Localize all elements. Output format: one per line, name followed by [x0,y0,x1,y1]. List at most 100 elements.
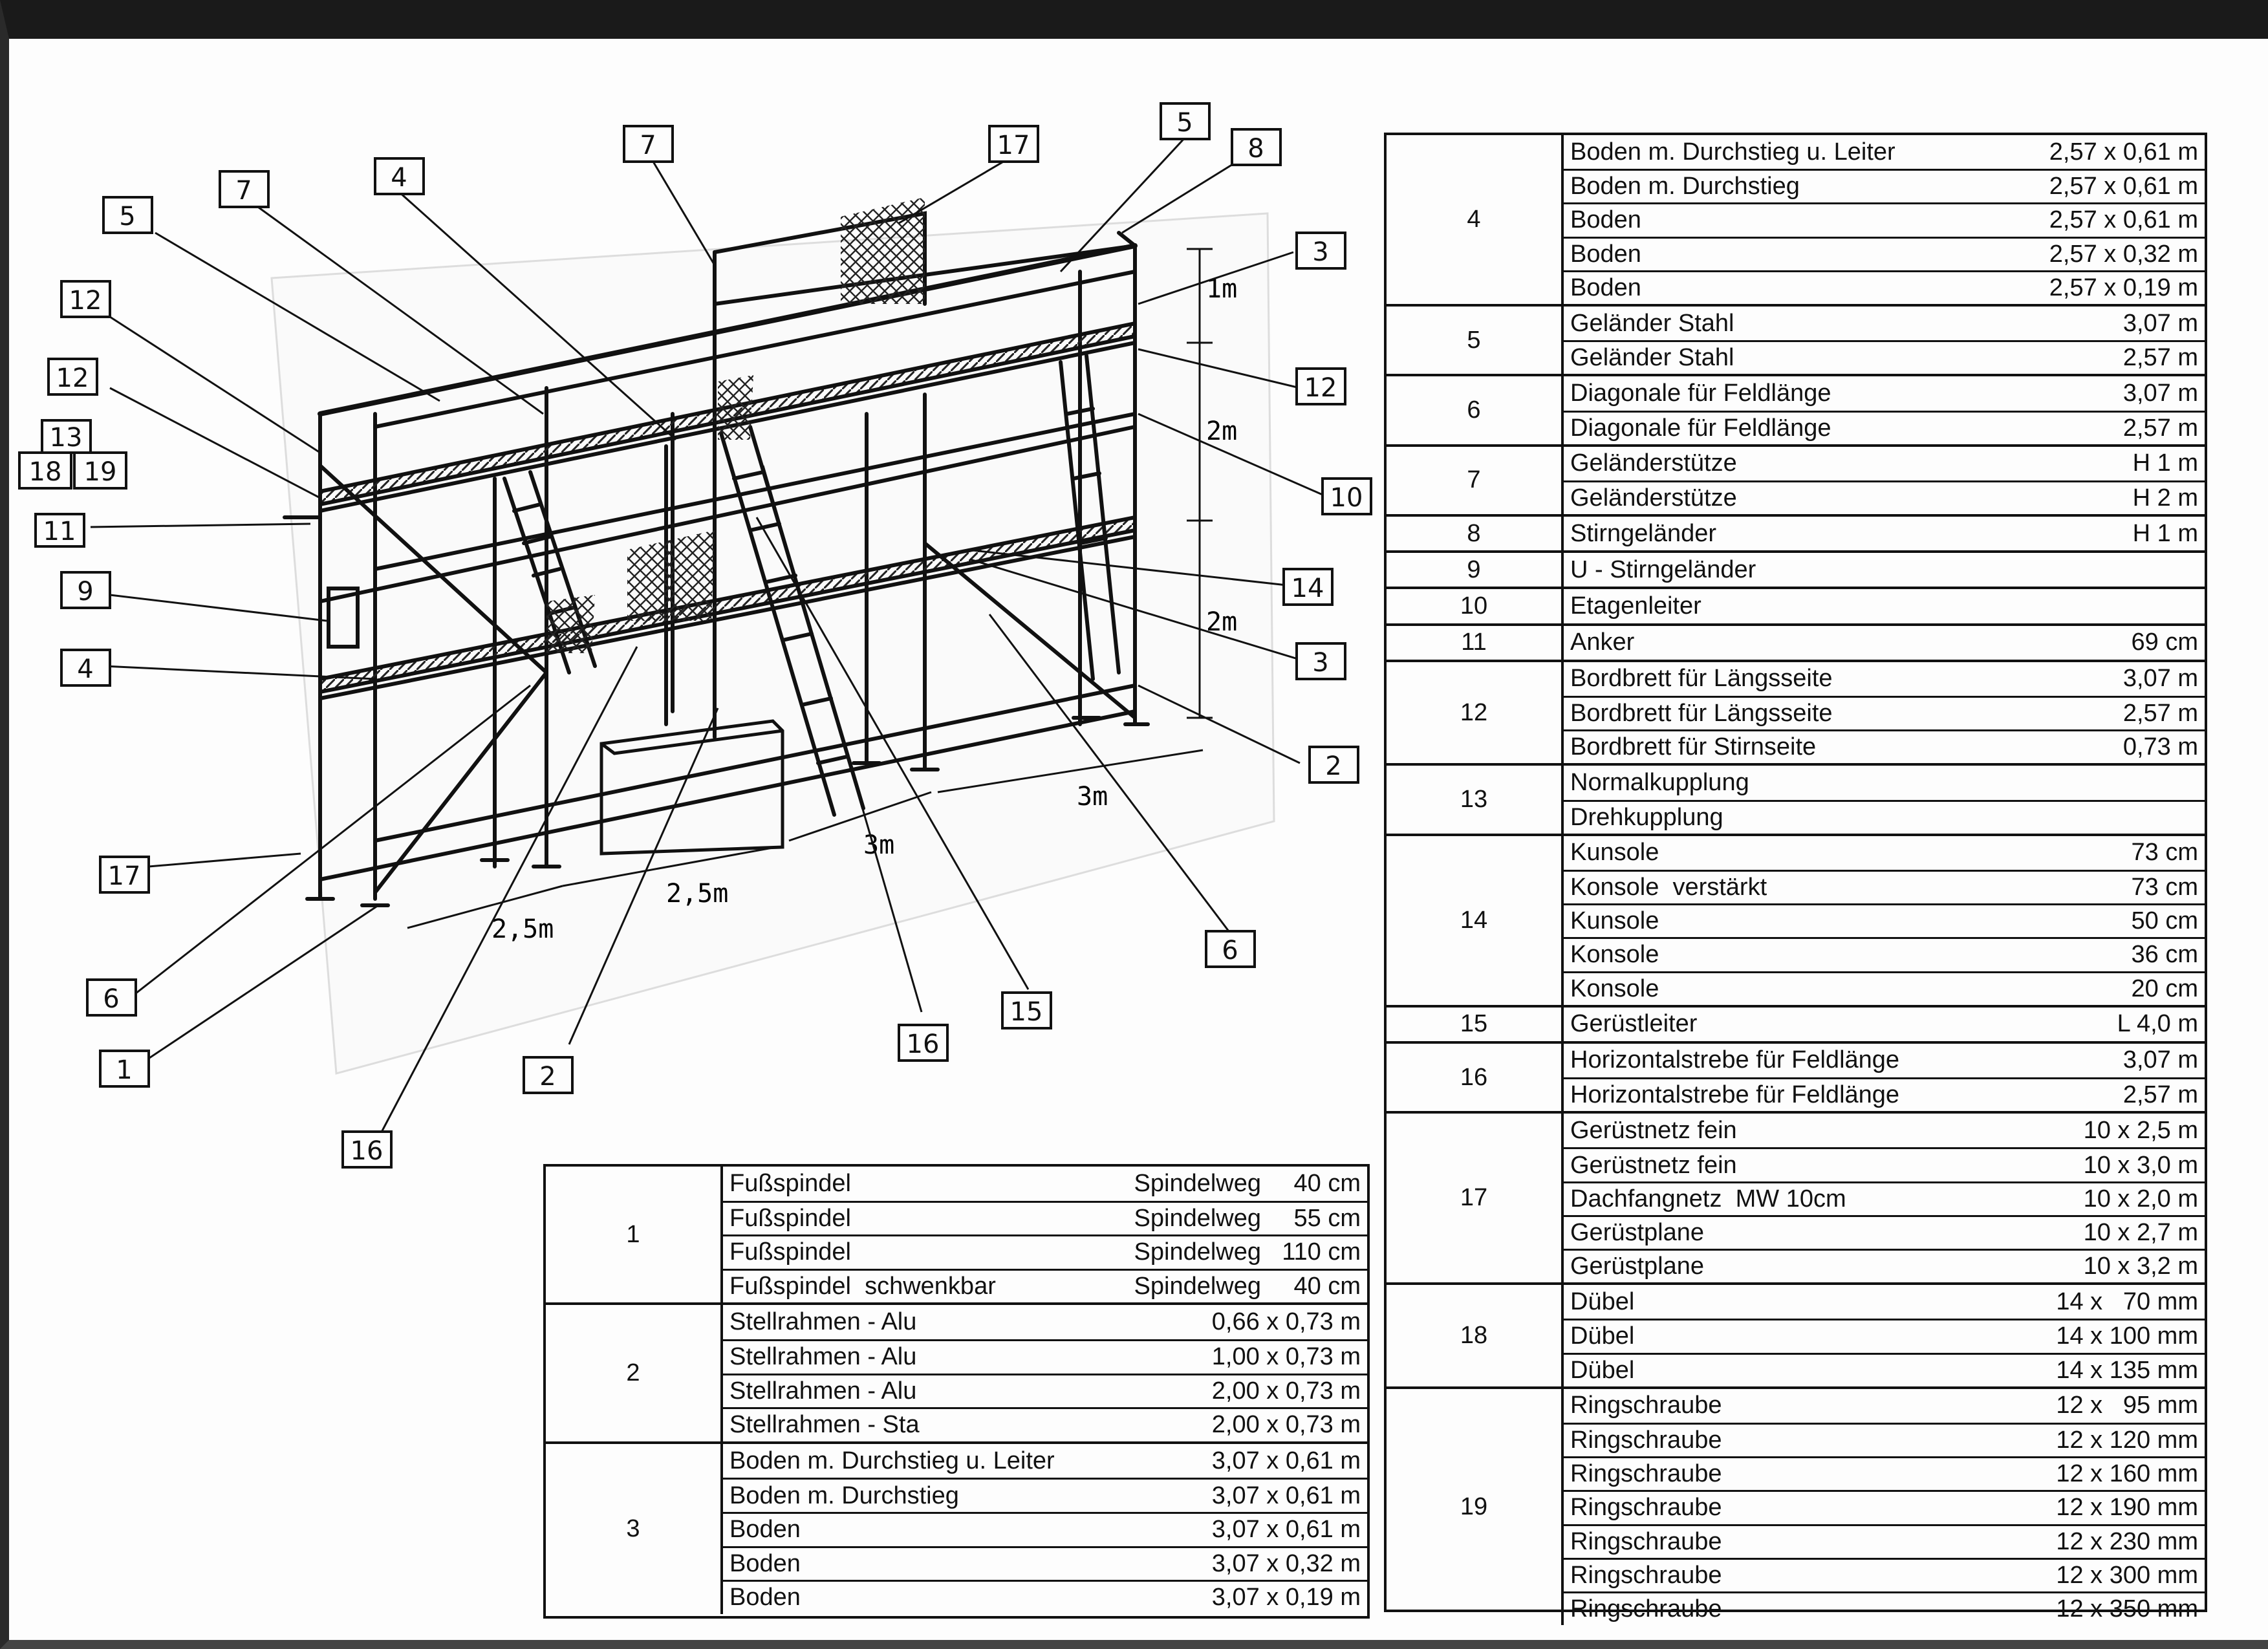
part-name: Dübel [1570,1322,1635,1350]
part-size: 0,73 m [2122,733,2198,761]
part-size: 2,57 x 0,61 m [2049,173,2198,200]
part-value-group: 10 x 2,7 m [2084,1219,2198,1247]
callout-labels: 7 17 5 8 7 4 5 3 12 12 12 13 18 19 10 11… [29,108,1363,1166]
part-name: Gerüstnetz fein [1570,1151,1737,1179]
part-size: H 1 m [2132,449,2198,477]
part-size: 10 x 3,2 m [2083,1253,2198,1280]
part-size: 40 cm [1293,1169,1361,1197]
part-size: 110 cm [1282,1238,1361,1266]
part-name: Gerüstplane [1570,1218,1705,1246]
part-value-group: 12 x 300 mm [2056,1562,2198,1590]
part-name: Etagenleiter [1570,592,1701,620]
dim-w2: 2,5m [666,879,728,909]
part-value-group: 2,57 x 0,32 m [2049,241,2198,268]
table-row: Horizontalstrebe für Feldlänge 2,57 m [1564,1077,2205,1111]
part-size: 20 cm [2131,975,2198,1002]
part-name: Boden [1570,206,1641,234]
part-name: Ringschraube [1570,1494,1722,1522]
table-row: Dübel 14 x 100 mm [1564,1319,2205,1352]
table-row: Bordbrett für Stirnseite 0,73 m [1564,729,2205,763]
part-name: Horizontalstrebe für Feldlänge [1570,1081,1900,1109]
item-number: 6 [1387,376,1564,444]
callout-2b: 2 [539,1062,556,1092]
callout-14: 14 [1291,574,1324,603]
item-number: 19 [1387,1388,1564,1626]
part-spec: Spindelweg [1134,1273,1261,1300]
item-number: 12 [1387,662,1564,764]
part-name: Geländer Stahl [1570,344,1734,372]
net-middle [718,375,753,440]
part-value-group: 3,07 x 0,32 m [1212,1550,1361,1578]
table-row: Gerüstplane 10 x 2,7 m [1564,1214,2205,1249]
part-value-group: 2,00 x 0,73 m [1212,1377,1361,1405]
part-value-group: 12 x 230 mm [2056,1528,2198,1556]
part-name: Boden m. Durchstieg [729,1482,959,1509]
part-name: Fußspindel [729,1238,851,1266]
part-size: 10 x 2,0 m [2083,1185,2198,1212]
part-name: Stellrahmen - Sta [729,1411,920,1439]
part-name: Gerüstnetz fein [1570,1116,1737,1144]
part-size: 12 x 160 mm [2056,1460,2198,1488]
item-number: 14 [1387,835,1564,1005]
item-number: 1 [546,1167,723,1303]
part-size: 12 x 300 mm [2056,1561,2198,1589]
diagram-sheet [270,212,1275,1075]
part-spec: Spindelweg [1134,1238,1261,1266]
callout-15: 15 [1010,997,1043,1027]
part-name: Ringschraube [1570,1460,1722,1488]
part-name: Fußspindel [729,1169,851,1197]
item-number: 5 [1387,306,1564,374]
callout-1: 1 [116,1055,132,1085]
part-value-group: 2,00 x 0,73 m [1212,1411,1361,1439]
part-name: Fußspindel [729,1204,851,1232]
part-value-group: 3,07 x 0,61 m [1212,1516,1361,1544]
part-name: Stellrahmen - Alu [729,1343,917,1371]
part-value-group: 0,66 x 0,73 m [1212,1308,1361,1336]
part-name: Kunsole [1570,907,1659,935]
item-number: 15 [1387,1007,1564,1041]
part-name: Diagonale für Feldlänge [1570,379,1831,407]
callout-2a: 2 [1325,751,1341,781]
part-name: Boden m. Durchstieg u. Leiter [729,1447,1055,1474]
dim-w4: 3m [1077,782,1108,812]
part-value-group: 2,57 m [2123,700,2198,727]
part-name: Boden [729,1549,801,1577]
part-value-group: 14 x 100 mm [2056,1322,2198,1350]
callout-10: 10 [1330,483,1363,513]
part-size: 2,57 m [2122,1081,2198,1109]
part-value-group: 2,57 x 0,19 m [2049,274,2198,302]
part-name: Gerüstplane [1570,1253,1705,1280]
callout-5a: 5 [1176,108,1193,138]
item-number: 2 [546,1305,723,1441]
item-number: 18 [1387,1285,1564,1386]
callout-3b: 3 [1312,648,1328,678]
item-number: 13 [1387,766,1564,834]
part-size: H 2 m [2132,484,2198,512]
part-name: Bordbrett für Stirnseite [1570,733,1817,761]
table-row: Gerüstplane 10 x 3,2 m [1564,1249,2205,1282]
part-name: Stirngeländer [1570,519,1717,547]
